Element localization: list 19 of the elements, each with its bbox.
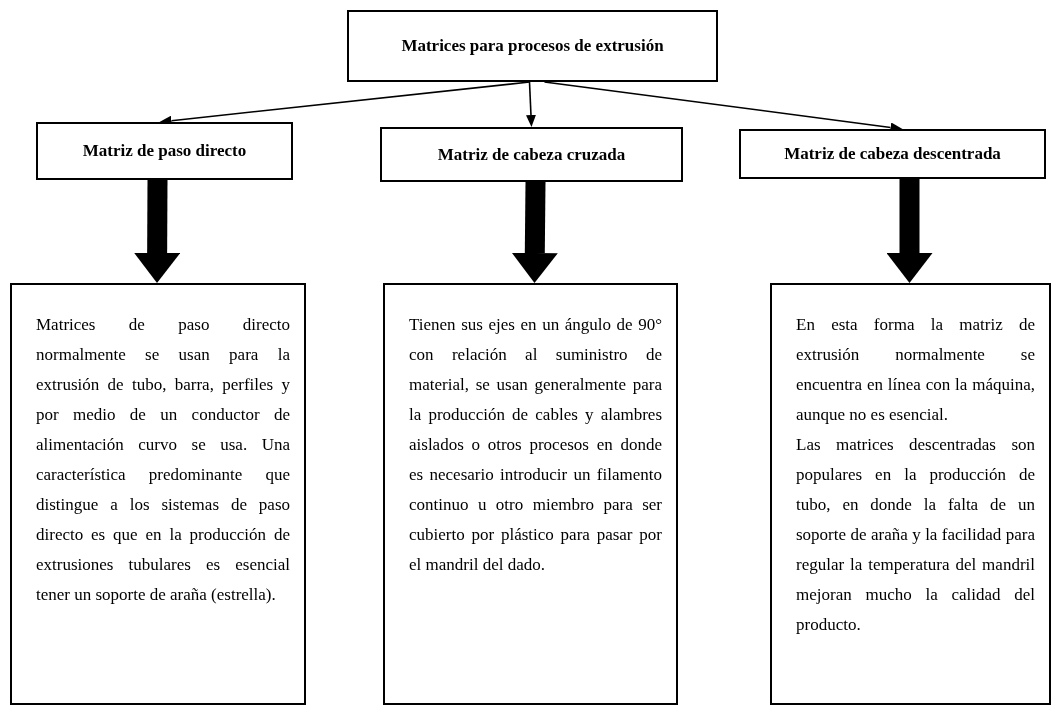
block-arrow <box>134 179 181 283</box>
description-text: Matrices de paso directo normalmente se usan para la extrusión de tubo, barra, perfiles y por medio de un conductor de alimentación curvo se usa. Una característica predominante que distingue a los sistemas de paso directo es que en la producción de extrusiones tubulares es esencial tener un soporte de araña (estrella). <box>36 314 290 606</box>
block-arrow <box>886 179 933 283</box>
description-box <box>770 283 1051 705</box>
box-title: Matriz de paso directo <box>82 140 247 162</box>
title-box <box>36 122 293 180</box>
description-text: Tienen sus ejes en un ángulo de 90° con relación al suministro de material, se usan generalmente para la producción de cables y alambres aislados o otros procesos en donde es necesario introducir un filamento continuo u otro miembro para ser cubierto por plástico para pasar por el mandril del dado. <box>409 314 662 576</box>
title-box <box>739 129 1046 179</box>
description-text: Las matrices descentradas son populares en la producción de tubo, en donde la falta de un soporte de araña y la facilidad para regular la temperatura del mandril mejoran mucho la calidad del producto. <box>796 434 1035 636</box>
title-box <box>380 127 683 182</box>
title-box <box>347 10 718 82</box>
box-title: Matriz de cabeza descentrada <box>784 143 1001 165</box>
block-arrow <box>511 181 558 283</box>
description-box <box>383 283 678 705</box>
arrow <box>525 81 536 127</box>
description-text: En esta forma la matriz de extrusión normalmente se encuentra en línea con la máquina, aunque no es esencial. <box>796 314 1035 426</box>
box-title: Matrices para procesos de extrusión <box>401 35 664 57</box>
description-box <box>10 283 306 705</box>
box-title: Matriz de cabeza cruzada <box>437 143 626 166</box>
